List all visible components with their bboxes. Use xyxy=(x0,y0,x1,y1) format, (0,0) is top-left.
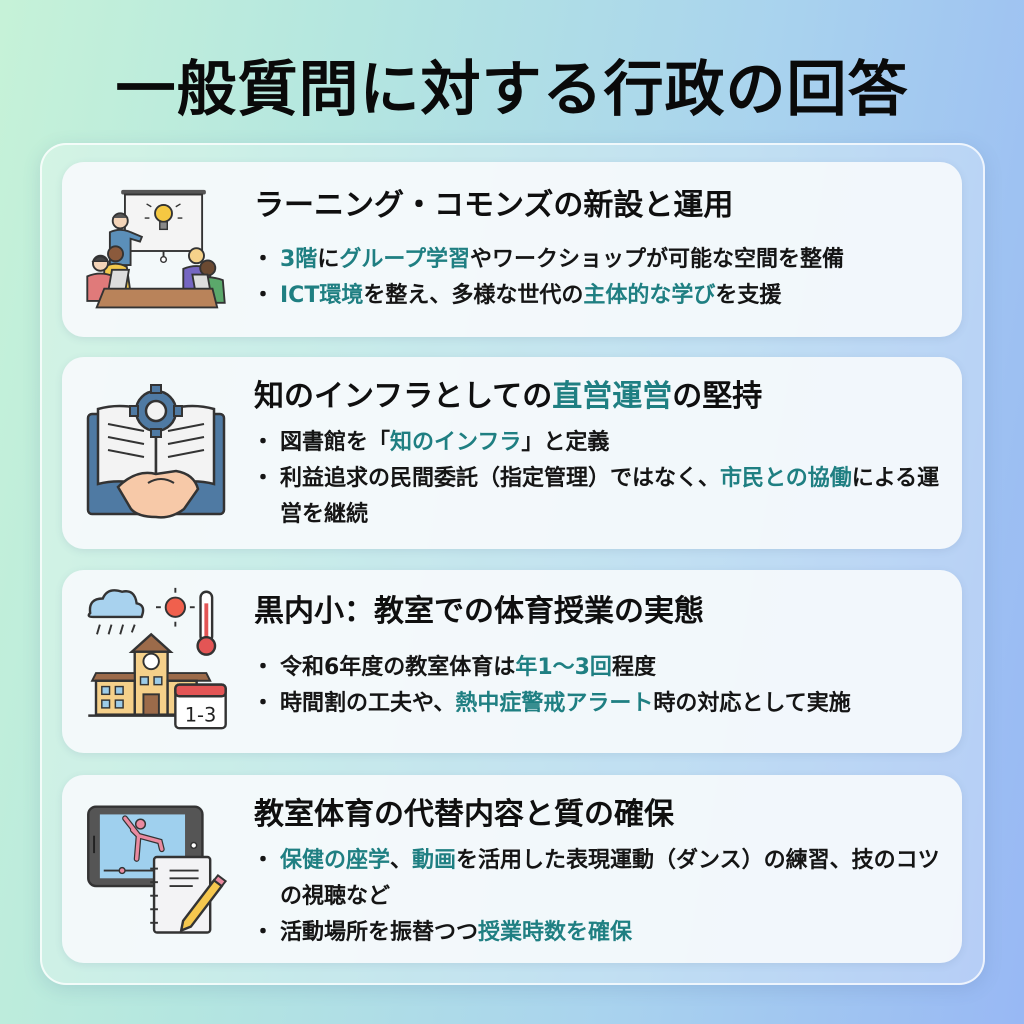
bullet-list: 3階にグループ学習やワークショップが可能な空間を整備 ICT環境を整え、多様な世… xyxy=(252,242,950,314)
calendar-label: 1-3 xyxy=(185,703,217,726)
school-weather-calendar-icon: 1-3 xyxy=(76,584,236,734)
card-direct-management: 知のインフラとしての直営運営の堅持 図書館を「知のインフラ」と定義 利益追求の民… xyxy=(62,357,962,549)
bullet-list: 令和6年度の教室体育は年1～3回程度 時間割の工夫や、熱中症警戒アラート時の対応… xyxy=(252,650,950,722)
card-alternative-content: 教室体育の代替内容と質の確保 保健の座学、動画を活用した表現運動（ダンス）の練習… xyxy=(62,775,962,963)
bullet-item: ICT環境を整え、多様な世代の主体的な学びを支援 xyxy=(252,278,950,314)
bullet-item: 令和6年度の教室体育は年1～3回程度 xyxy=(252,650,950,686)
card-classroom-pe: 1-3 黒内小：教室での体育授業の実態 令和6年度の教室体育は年1～3回程度 時… xyxy=(62,570,962,753)
bullet-list: 保健の座学、動画を活用した表現運動（ダンス）の練習、技のコツの視聴など 活動場所… xyxy=(252,843,950,951)
bullet-item: 利益追求の民間委託（指定管理）ではなく、市民との協働による運営を継続 xyxy=(252,461,950,533)
bullet-item: 図書館を「知のインフラ」と定義 xyxy=(252,425,950,461)
card-heading: 教室体育の代替内容と質の確保 xyxy=(254,797,674,832)
card-learning-commons: ラーニング・コモンズの新設と運用 3階にグループ学習やワークショップが可能な空間… xyxy=(62,162,962,337)
classroom-presentation-icon xyxy=(76,176,236,326)
card-heading: ラーニング・コモンズの新設と運用 xyxy=(254,188,734,223)
bullet-list: 図書館を「知のインフラ」と定義 利益追求の民間委託（指定管理）ではなく、市民との… xyxy=(252,425,950,533)
tablet-dance-notebook-icon xyxy=(76,797,236,947)
book-gear-handshake-icon xyxy=(76,379,236,529)
bullet-item: 3階にグループ学習やワークショップが可能な空間を整備 xyxy=(252,242,950,278)
card-heading: 知のインフラとしての直営運営の堅持 xyxy=(254,379,763,414)
bullet-item: 時間割の工夫や、熱中症警戒アラート時の対応として実施 xyxy=(252,686,950,722)
bullet-item: 活動場所を振替つつ授業時数を確保 xyxy=(252,915,950,951)
page-title: 一般質問に対する行政の回答 xyxy=(115,55,909,125)
card-heading: 黒内小：教室での体育授業の実態 xyxy=(254,594,704,629)
bullet-item: 保健の座学、動画を活用した表現運動（ダンス）の練習、技のコツの視聴など xyxy=(252,843,950,915)
